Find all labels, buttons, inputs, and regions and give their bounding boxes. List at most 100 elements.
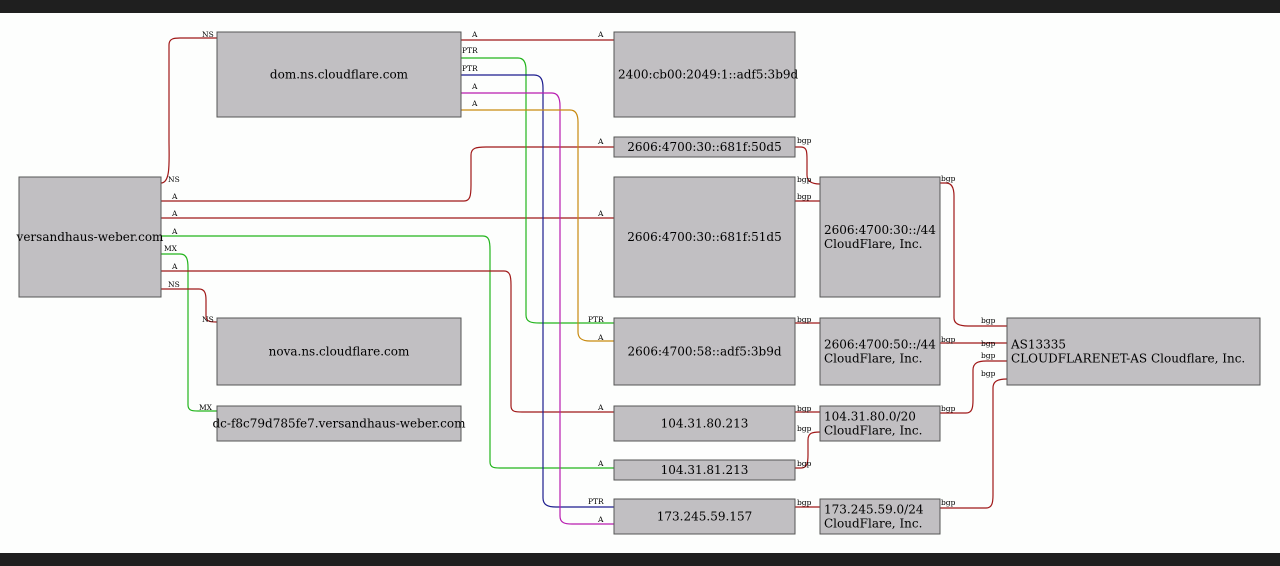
edge-label: A xyxy=(471,99,478,108)
node-ip81213[interactable]: 104.31.81.213 xyxy=(613,459,796,481)
node-label: 2606:4700:30::681f:50d5 xyxy=(627,140,782,154)
node-label: dc-f8c79d785fe7.versandhaus-weber.com xyxy=(213,417,467,431)
edge-label: MX xyxy=(199,403,213,412)
node-box xyxy=(613,136,796,158)
node-ip213[interactable]: 104.31.80.213 xyxy=(613,405,796,442)
node-label: CloudFlare, Inc. xyxy=(824,517,922,531)
node-label: CLOUDFLARENET-AS Cloudflare, Inc. xyxy=(1011,352,1245,366)
node-label: dom.ns.cloudflare.com xyxy=(270,68,409,82)
node-box xyxy=(819,498,941,535)
edge-label: A xyxy=(597,333,604,342)
node-label: 2400:cb00:2049:1::adf5:3b9d xyxy=(618,68,799,82)
edge-a-versandhaus-weber-com-to-104-31-80-213 xyxy=(161,270,614,413)
node-label: 104.31.81.213 xyxy=(661,463,749,477)
edge-label: bgp xyxy=(797,315,812,324)
edge-label: NS xyxy=(168,175,180,184)
edge-label: bgp xyxy=(797,498,812,507)
node-label: 104.31.80.213 xyxy=(661,417,749,431)
node-label: 2606:4700:30::/44 xyxy=(824,223,936,237)
edge-a-versandhaus-weber-com-to-2606-4700-30-681f-50d5 xyxy=(161,146,614,202)
node-label: 2606:4700:58::adf5:3b9d xyxy=(627,345,781,359)
edge-label: bgp xyxy=(941,404,956,413)
node-box xyxy=(613,459,796,481)
node-box xyxy=(613,405,796,442)
node-ipd5[interactable]: 2606:4700:30::681f:50d5 xyxy=(613,136,796,158)
edge-label: A xyxy=(597,30,604,39)
edge-label: bgp xyxy=(797,459,812,468)
edge-a-versandhaus-weber-com-to-104-31-81-213 xyxy=(161,235,614,469)
node-box xyxy=(1006,317,1261,386)
node-weber[interactable]: versandhaus-weber.com xyxy=(16,176,164,298)
edge-label: A xyxy=(171,227,178,236)
edge-label: bgp xyxy=(797,424,812,433)
edge-label: A xyxy=(597,137,604,146)
edge-label: bgp xyxy=(941,498,956,507)
edge-label: MX xyxy=(164,244,178,253)
edge-label: A xyxy=(597,515,604,524)
node-label: AS13335 xyxy=(1010,338,1066,352)
node-box xyxy=(613,317,796,386)
node-label: 2606:4700:50::/44 xyxy=(824,338,936,352)
edge-label: A xyxy=(171,262,178,271)
edge-bgp-173-245-59-0-24-to-as13335 xyxy=(940,378,1008,509)
node-label: 173.245.59.157 xyxy=(657,510,752,524)
edge-label: A xyxy=(471,82,478,91)
edge-bgp-104-31-81-213-to-104-31-80-0-20 xyxy=(795,431,821,469)
node-dcf[interactable]: dc-f8c79d785fe7.versandhaus-weber.com xyxy=(213,405,467,442)
node-label: versandhaus-weber.com xyxy=(16,230,164,244)
edge-label: A xyxy=(171,192,178,201)
node-label: CloudFlare, Inc. xyxy=(824,352,922,366)
node-box xyxy=(216,31,462,118)
edge-label: bgp xyxy=(797,404,812,413)
node-ip58[interactable]: 2606:4700:58::adf5:3b9d xyxy=(613,317,796,386)
edge-bgp-104-31-80-0-20-to-as13335 xyxy=(940,360,1007,414)
edge-label: A xyxy=(171,209,178,218)
edge-label: A xyxy=(597,459,604,468)
edge-label: A xyxy=(597,209,604,218)
edge-ns-versandhaus-weber-com-to-nova-ns-cloudflare-com xyxy=(161,288,218,323)
node-domns[interactable]: dom.ns.cloudflare.com xyxy=(216,31,462,118)
edge-label: A xyxy=(471,30,478,39)
node-ip2400[interactable]: 2400:cb00:2049:1::adf5:3b9d xyxy=(613,31,799,118)
node-box xyxy=(216,405,462,442)
node-box xyxy=(819,176,941,298)
edge-label: NS xyxy=(168,280,180,289)
edge-ptr-dom-ns-cloudflare-com-to-2606-4700-58-adf5-3b9d xyxy=(461,57,614,324)
node-label: 104.31.80.0/20 xyxy=(824,410,916,424)
node-box xyxy=(613,498,796,535)
edge-bgp-2606-4700-30-681f-50d5-to-2606-4700-30-44 xyxy=(795,146,821,185)
edge-label: bgp xyxy=(981,351,996,360)
edge-a-dom-ns-cloudflare-com-to-173-245-59-157 xyxy=(461,92,614,525)
edge-ns-versandhaus-weber-com-to-dom-ns-cloudflare-com xyxy=(160,37,217,184)
edge-label: bgp xyxy=(797,136,812,145)
node-box xyxy=(613,176,796,298)
node-box xyxy=(613,31,796,118)
edge-label: bgp xyxy=(941,174,956,183)
node-ip51d5[interactable]: 2606:4700:30::681f:51d5 xyxy=(613,176,796,298)
node-label: 173.245.59.0/24 xyxy=(824,503,924,517)
node-box xyxy=(819,405,941,442)
edge-label: bgp xyxy=(981,369,996,378)
node-nova[interactable]: nova.ns.cloudflare.com xyxy=(216,317,462,386)
node-label: nova.ns.cloudflare.com xyxy=(269,345,410,359)
node-box xyxy=(819,317,941,386)
node-ip173[interactable]: 173.245.59.157 xyxy=(613,498,796,535)
edge-ptr-dom-ns-cloudflare-com-to-173-245-59-157 xyxy=(461,74,614,508)
edge-label: bgp xyxy=(981,316,996,325)
edge-label: bgp xyxy=(941,335,956,344)
bottom-frame-bar xyxy=(0,553,1280,566)
node-label: 2606:4700:30::681f:51d5 xyxy=(627,230,782,244)
node-box xyxy=(18,176,162,298)
node-label: CloudFlare, Inc. xyxy=(824,424,922,438)
edge-label: PTR xyxy=(588,315,604,324)
edge-label: PTR xyxy=(462,46,478,55)
edge-label: PTR xyxy=(588,497,604,506)
edge-bgp-2606-4700-30-44-to-as13335 xyxy=(940,182,1007,327)
edge-a-dom-ns-cloudflare-com-to-2606-4700-58-adf5-3b9d xyxy=(461,109,614,342)
